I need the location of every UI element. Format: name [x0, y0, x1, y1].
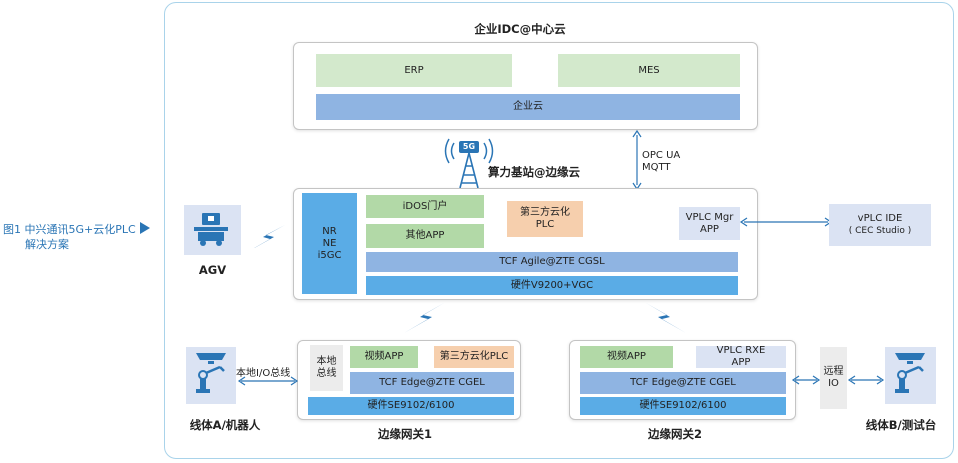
wireless-icon-agv	[249, 225, 285, 251]
vplc-ide-line-2: ( CEC Studio )	[848, 226, 912, 236]
i5gc-label: i5GC	[317, 249, 342, 261]
vplc-mgr-box: VPLC Mgr APP	[679, 207, 740, 240]
third-plc-line-1: 第三方云化	[520, 207, 570, 218]
third-plc-line-2: PLC	[535, 219, 555, 230]
test-bench-icon	[895, 353, 925, 393]
ne-label: NE	[322, 237, 337, 249]
triangle-icon	[140, 222, 151, 234]
gateway1-hardware-bar: 硬件SE9102/6100	[308, 397, 514, 415]
vplc-mgr-line-2: APP	[700, 223, 719, 235]
line-b-label: 线体B/测试台	[865, 418, 937, 432]
figure-caption: 图1 中兴通讯5G+云化PLC 解决方案	[3, 222, 168, 252]
local-bus-line-2: 总线	[316, 368, 337, 379]
gateway1-title: 边缘网关1	[377, 427, 432, 441]
gateway2-video-app-box: 视频APP	[580, 346, 673, 368]
gateway2-vplc-rxe-box: VPLC RXE APP	[696, 345, 786, 368]
gateway2-hardware-bar: 硬件SE9102/6100	[580, 397, 786, 415]
gateway1-third-plc-box: 第三方云化PLC	[434, 346, 514, 368]
nr-label: NR	[322, 225, 337, 237]
mes-box: MES	[558, 54, 740, 87]
gateway1-video-app-box: 视频APP	[350, 346, 418, 368]
other-app-box: 其他APP	[366, 224, 484, 248]
erp-box: ERP	[316, 54, 512, 87]
remote-io-line-1: 远程	[823, 366, 844, 377]
local-bus-line-1: 本地	[316, 356, 337, 367]
caption-line-2: 解决方案	[25, 238, 69, 251]
nr-box: NR NE i5GC	[302, 193, 357, 294]
solution-frame	[164, 2, 954, 459]
tower-badge: 5G	[462, 142, 476, 151]
remote-io-line-2: IO	[828, 378, 839, 389]
5g-tower-icon	[444, 138, 494, 189]
gateway2-tcf-bar: TCF Edge@ZTE CGEL	[580, 372, 786, 394]
agv-label: AGV	[198, 263, 227, 277]
local-io-arrow	[237, 376, 299, 386]
vplc-rxe-line-2: APP	[731, 357, 751, 368]
remote-io-box: 远程 IO	[820, 347, 847, 409]
vplc-ide-arrow	[739, 217, 833, 227]
gateway1-tcf-bar: TCF Edge@ZTE CGEL	[350, 372, 514, 394]
protocol-line-1: OPC UA	[642, 150, 681, 161]
robot-arm-icon	[196, 353, 226, 393]
idos-portal-box: iDOS门户	[366, 195, 484, 218]
enterprise-cloud-bar: 企业云	[316, 94, 740, 120]
edge-hardware-bar: 硬件V9200+VGC	[366, 276, 738, 295]
local-bus-box: 本地 总线	[310, 345, 343, 391]
gateway2-remote-io-arrow	[791, 375, 821, 385]
vplc-mgr-line-1: VPLC Mgr	[685, 211, 734, 223]
local-io-bus-label: 本地I/O总线	[236, 368, 291, 379]
caption-line-1: 图1 中兴通讯5G+云化PLC	[3, 223, 136, 236]
edge-cloud-title: 算力基站@边缘云	[488, 165, 580, 179]
cloud-title: 企业IDC@中心云	[474, 22, 566, 36]
vplc-ide-box: vPLC IDE ( CEC Studio )	[829, 204, 931, 246]
protocol-label: OPC UA MQTT	[642, 150, 680, 174]
protocol-line-2: MQTT	[642, 162, 671, 173]
tcf-agile-bar: TCF Agile@ZTE CGSL	[366, 252, 738, 272]
third-party-plc-box: 第三方云化 PLC	[507, 201, 583, 237]
wireless-icon-gateway2	[646, 303, 686, 333]
vplc-ide-line-1: vPLC IDE	[857, 213, 903, 224]
vplc-rxe-line-1: VPLC RXE	[716, 345, 766, 356]
agv-icon	[194, 213, 228, 246]
line-a-label: 线体A/机器人	[189, 418, 261, 432]
gateway2-title: 边缘网关2	[647, 427, 702, 441]
wireless-icon-gateway1	[404, 303, 444, 333]
remote-io-line-b-arrow	[847, 375, 885, 385]
